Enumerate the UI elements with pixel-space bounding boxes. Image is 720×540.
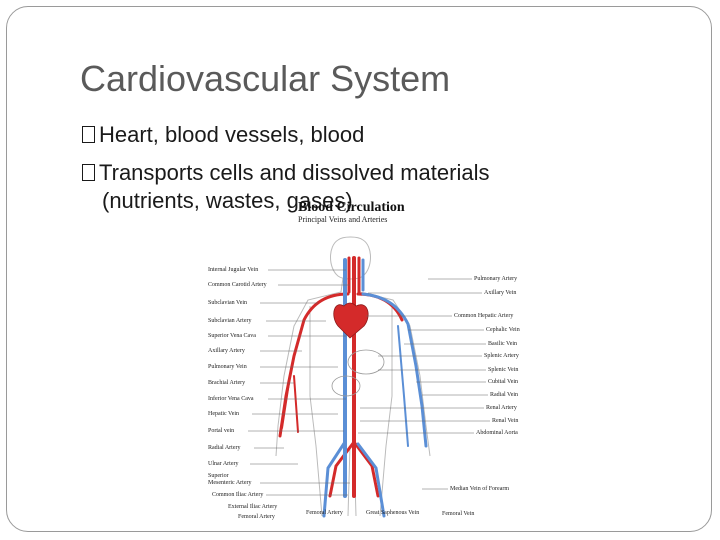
diagram-label: Axillary Artery: [208, 348, 245, 355]
slide-title: Cardiovascular System: [80, 58, 450, 100]
diagram-title: Blood Circulation: [298, 200, 405, 216]
diagram-label: Radial Vein: [490, 392, 518, 399]
diagram-label: Femoral Artery: [238, 514, 275, 521]
diagram-label: Subclavian Vein: [208, 300, 247, 307]
body-figure-illustration: [198, 196, 538, 524]
diagram-label: Cephalic Vein: [486, 327, 520, 334]
bullet-text: Heart, blood vessels, blood: [99, 122, 364, 147]
diagram-label: Subclavian Artery: [208, 318, 252, 325]
diagram-label: Common Carotid Artery: [208, 282, 267, 289]
diagram-label: Cubital Vein: [488, 379, 518, 386]
diagram-label: Inferior Vena Cava: [208, 396, 254, 403]
diagram-label: Splenic Artery: [484, 353, 519, 360]
diagram-label: Renal Artery: [486, 405, 517, 412]
diagram-label: Great Saphenous Vein: [366, 510, 419, 517]
diagram-label: Brachial Artery: [208, 380, 245, 387]
bullet-item: Transports cells and dissolved materials: [82, 160, 489, 186]
diagram-label: Portal vein: [208, 428, 234, 435]
bullet-text: Transports cells and dissolved materials: [99, 160, 489, 185]
diagram-label: Superior: [208, 473, 229, 480]
circulation-diagram: Blood Circulation Principal Veins and Ar…: [198, 196, 538, 524]
bullet-item: Heart, blood vessels, blood: [82, 122, 364, 148]
diagram-label: Mesenteric Artery: [208, 480, 251, 487]
diagram-label: Hepatic Vein: [208, 411, 239, 418]
diagram-label: Basilic Vein: [488, 341, 517, 348]
diagram-label: Common Iliac Artery: [212, 492, 263, 499]
diagram-label: Ulnar Artery: [208, 461, 239, 468]
diagram-label: Abdominal Aorta: [476, 430, 518, 437]
diagram-label: Renal Vein: [492, 418, 518, 425]
diagram-label: Pulmonary Vein: [208, 364, 247, 371]
diagram-label: External Iliac Artery: [228, 504, 277, 511]
diagram-subtitle: Principal Veins and Arteries: [298, 215, 387, 224]
bullet-box-icon: [82, 126, 95, 143]
diagram-label: Common Hepatic Artery: [454, 313, 513, 320]
diagram-label: Femoral Artery: [306, 510, 343, 517]
diagram-label: Internal Jugular Vein: [208, 267, 258, 274]
bullet-box-icon: [82, 164, 95, 181]
diagram-label: Superior Vena Cava: [208, 333, 256, 340]
diagram-label: Radial Artery: [208, 445, 241, 452]
diagram-label: Femoral Vein: [442, 511, 474, 518]
diagram-label: Splenic Vein: [488, 367, 518, 374]
diagram-label: Pulmonary Artery: [474, 276, 517, 283]
diagram-label: Axillary Vein: [484, 290, 516, 297]
diagram-label: Median Vein of Forearm: [450, 486, 509, 493]
